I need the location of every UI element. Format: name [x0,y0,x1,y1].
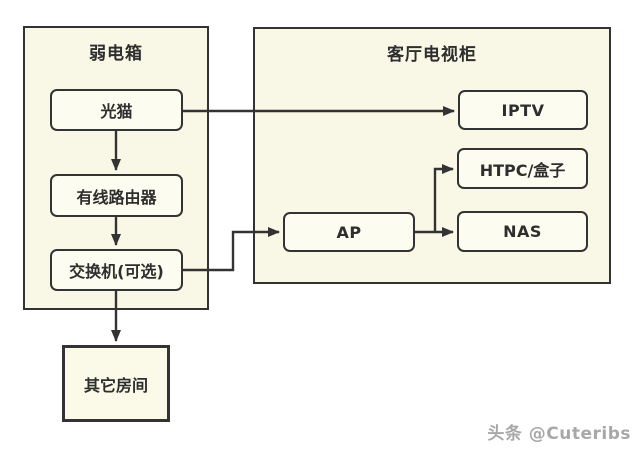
node-wired-router: 有线路由器 [50,174,183,217]
node-htpc-box-label: HTPC/盒子 [479,160,566,180]
node-other-rooms: 其它房间 [62,345,170,422]
node-optical-modem: 光猫 [50,89,183,131]
node-ap: AP [283,212,415,252]
node-switch-optional-label: 交换机(可选) [69,262,164,281]
weak-box-title: 弱电箱 [89,44,143,64]
node-other-rooms-label: 其它房间 [83,375,148,395]
node-switch-optional: 交换机(可选) [50,249,183,291]
node-ap-label: AP [336,222,362,242]
node-nas: NAS [457,211,588,252]
node-iptv-label: IPTV [501,100,545,120]
watermark: 头条 @Cuteribs [487,424,631,444]
node-nas-label: NAS [503,222,542,241]
node-optical-modem-label: 光猫 [100,102,133,121]
node-iptv: IPTV [458,90,588,130]
node-htpc-box: HTPC/盒子 [457,148,588,189]
tv-cabinet-title: 客厅电视柜 [387,45,477,65]
node-wired-router-label: 有线路由器 [76,187,157,207]
